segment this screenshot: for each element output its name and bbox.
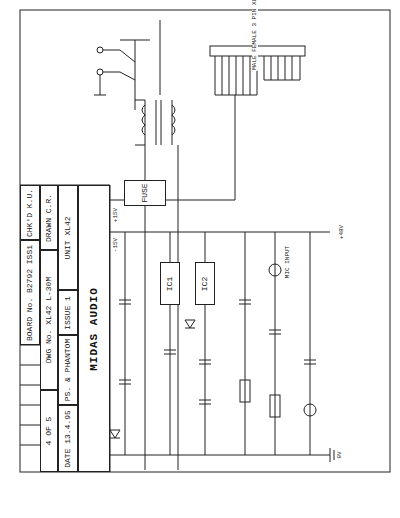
rail-label: +15V [113, 207, 119, 223]
wire [170, 232, 171, 262]
signal-label: MIC INPUT [285, 245, 291, 279]
title-cell: ISSUE 1 [58, 290, 78, 335]
title-text: CHK'D K.U. [26, 188, 34, 236]
wire [125, 232, 126, 455]
title-cell: UNIT XL42 [58, 185, 78, 290]
wire [178, 145, 179, 470]
ic-box: IC1 [160, 262, 180, 305]
title-text: DRAWN C.R. [45, 193, 53, 241]
title-text: IC2 [201, 276, 209, 290]
drawing-frame [20, 10, 390, 472]
rail-label: -15V [113, 237, 119, 253]
title-text: 4 OF 5 [45, 417, 53, 446]
wire [145, 145, 146, 180]
title-text: DWG No. XL42 L-30M [45, 277, 53, 363]
input-switch [94, 40, 150, 110]
rail-label: 0V [337, 450, 343, 459]
title-text: BOARD No. B2792 ISS1 [26, 244, 34, 340]
title-text: DATE 13.4.95 [64, 410, 72, 468]
regulator-section [239, 232, 316, 455]
revision-ticks [20, 345, 40, 445]
title-cell: BOARD No. B2792 ISS1 [20, 240, 40, 345]
title-cell: CHK'D K.U. [20, 185, 40, 240]
supply-rail [110, 232, 330, 233]
title-text: ISSUE 1 [64, 296, 72, 330]
title-cell: 4 OF 5 [40, 390, 58, 472]
wire [160, 20, 161, 95]
title-cell: DRAWN C.R. [40, 185, 58, 250]
wire [235, 95, 236, 200]
wire [205, 232, 206, 262]
title-text: IC1 [166, 276, 174, 290]
title-text: FUSE [141, 183, 149, 202]
wire [145, 205, 146, 470]
title-company: MIDAS AUDIO [78, 185, 110, 472]
wire [205, 305, 206, 455]
connector-label: MALE FEMALE 3 PIN XLR [252, 0, 258, 71]
title-text: UNIT XL42 [64, 216, 72, 259]
title-cell: PS. & PHANTOM [58, 335, 78, 405]
diode-symbol [110, 320, 195, 438]
wire [170, 305, 171, 455]
title-text: PS. & PHANTOM [64, 339, 72, 401]
capacitor-symbol [119, 300, 211, 404]
title-cell: DWG No. XL42 L-30M [40, 250, 58, 390]
transformer-symbol [135, 100, 175, 145]
ic-box: IC2 [195, 262, 215, 305]
title-cell: DATE 13.4.95 [58, 405, 78, 472]
ground-rail [110, 455, 330, 456]
fuse-box: FUSE [124, 180, 166, 206]
company-name: MIDAS AUDIO [89, 287, 100, 371]
rail-label: +48V [339, 224, 345, 240]
